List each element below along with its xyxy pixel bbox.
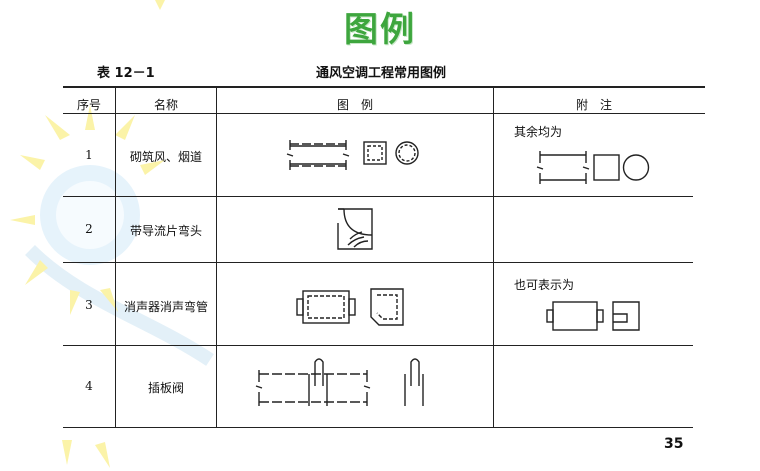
silencer-symbol — [296, 288, 404, 326]
silencer-alternate-symbol — [546, 301, 640, 331]
slide-valve-symbol — [255, 358, 424, 406]
header-name: 名称 — [153, 98, 178, 112]
column-rule — [115, 88, 116, 428]
row-name: 砌筑风、烟道 — [129, 150, 202, 164]
header-index: 序号 — [76, 98, 101, 112]
row-index: 1 — [85, 148, 93, 162]
table-caption: 表 12－1 — [97, 66, 155, 81]
row-index: 4 — [85, 379, 93, 393]
table-top-rule — [63, 86, 705, 88]
table-bottom-rule — [63, 427, 693, 428]
header-note: 附 注 — [575, 98, 612, 112]
row-name: 消声器消声弯管 — [123, 300, 208, 314]
header-symbol: 图 例 — [336, 98, 373, 112]
row-rule — [63, 262, 693, 263]
masonry-duct-symbol — [286, 140, 419, 170]
vaned-elbow-symbol — [337, 208, 373, 250]
row-rule — [63, 345, 693, 346]
row-rule — [63, 196, 693, 197]
slide-title: 图例 — [344, 10, 416, 50]
row-index: 2 — [85, 222, 93, 236]
row-name: 带导流片弯头 — [129, 224, 202, 238]
page-number: 35 — [664, 436, 684, 452]
row-note: 其余均为 — [514, 125, 563, 139]
row-note: 也可表示为 — [514, 278, 575, 292]
row-name: 插板阀 — [147, 381, 184, 395]
duct-alternate-symbol — [536, 151, 650, 184]
table-title: 通风空调工程常用图例 — [316, 66, 447, 81]
header-rule — [63, 113, 705, 114]
column-rule — [216, 88, 217, 428]
row-index: 3 — [85, 298, 93, 312]
column-rule — [493, 88, 494, 428]
